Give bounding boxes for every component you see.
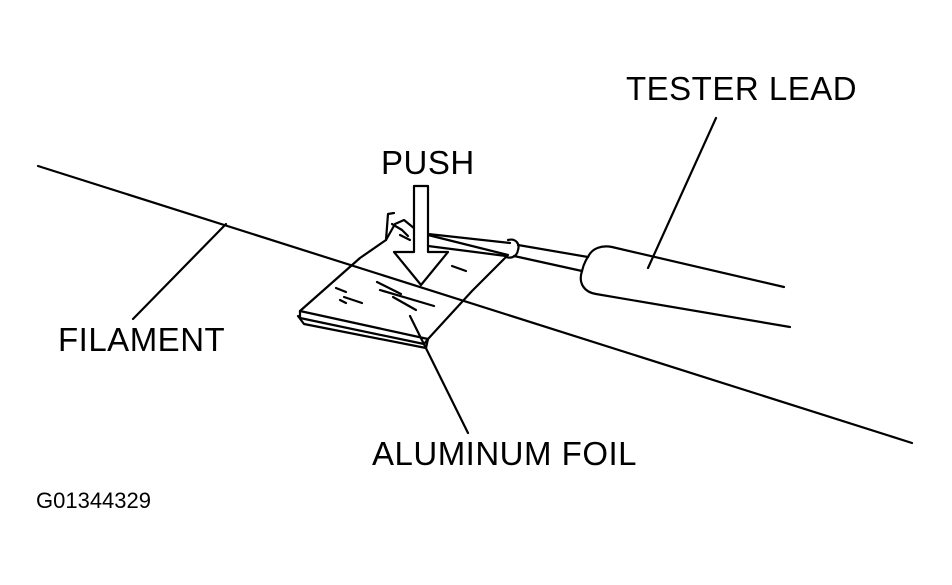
aluminum-foil-label: ALUMINUM FOIL	[372, 435, 638, 472]
figure-code: G01344329	[36, 488, 151, 513]
filament-leader	[131, 222, 228, 321]
push-arrow-icon	[392, 184, 450, 287]
filament-line	[36, 164, 914, 445]
tester-lead-label: TESTER LEAD	[626, 70, 858, 107]
aluminum-foil	[296, 211, 510, 350]
tester-lead-leader	[646, 116, 718, 270]
push-label: PUSH	[381, 144, 475, 181]
filament-label: FILAMENT	[58, 321, 226, 358]
tester-lead	[426, 232, 792, 329]
aluminum-foil-leader	[408, 314, 470, 435]
